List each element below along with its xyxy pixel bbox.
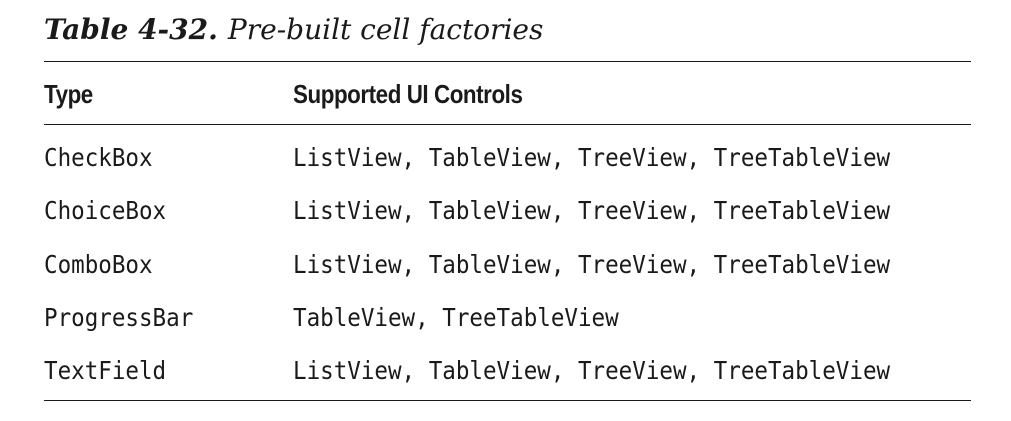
table-row: ChoiceBox ListView, TableView, TreeView,… <box>44 184 971 237</box>
table-caption-label: Table 4-32. <box>44 13 218 46</box>
column-header-supported-ui-controls: Supported UI Controls <box>293 79 523 109</box>
table-top-rule <box>44 61 971 62</box>
table-caption: Table 4-32. Pre-built cell factories <box>44 10 543 50</box>
cell-supported-controls: ListView, TableView, TreeView, TreeTable… <box>293 356 891 386</box>
table-row: CheckBox ListView, TableView, TreeView, … <box>44 131 971 184</box>
table-body: CheckBox ListView, TableView, TreeView, … <box>44 131 971 397</box>
cell-supported-controls: ListView, TableView, TreeView, TreeTable… <box>293 249 891 279</box>
cell-type: ComboBox <box>44 249 153 279</box>
table-caption-title: Pre-built cell factories <box>227 13 544 46</box>
table-bottom-rule <box>44 400 971 401</box>
cell-type: TextField <box>44 356 167 386</box>
table-row: TextField ListView, TableView, TreeView,… <box>44 344 971 397</box>
table-header-row: Type Supported UI Controls <box>44 74 971 114</box>
cell-type: CheckBox <box>44 143 153 172</box>
cell-supported-controls: TableView, TreeTableView <box>293 302 619 332</box>
cell-supported-controls: ListView, TableView, TreeView, TreeTable… <box>293 143 891 172</box>
cell-type: ProgressBar <box>44 302 194 332</box>
cell-supported-controls: ListView, TableView, TreeView, TreeTable… <box>293 196 891 226</box>
table-row: ProgressBar TableView, TreeTableView <box>44 291 971 344</box>
table-header-rule <box>44 124 971 125</box>
column-header-type: Type <box>44 79 93 109</box>
table-row: ComboBox ListView, TableView, TreeView, … <box>44 238 971 291</box>
cell-type: ChoiceBox <box>44 196 167 226</box>
